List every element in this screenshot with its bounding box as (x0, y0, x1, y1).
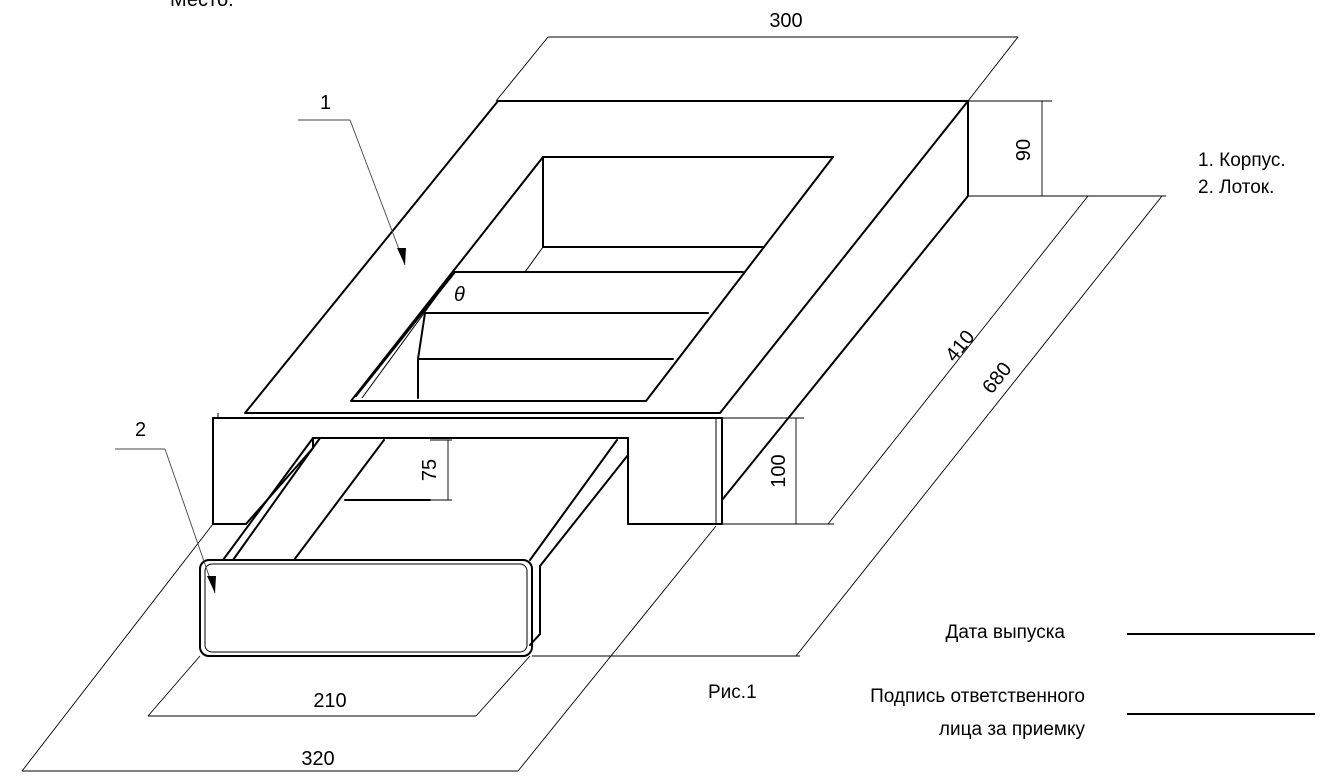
partition-1 (355, 271, 744, 397)
tray-right-rail-outer (539, 454, 629, 567)
corpus-top-outline (244, 100, 969, 414)
dim-100: 100 (722, 417, 804, 525)
dim-label-210: 210 (313, 690, 346, 712)
corpus-body (212, 100, 969, 525)
tray-right-rail (529, 439, 618, 561)
legend-item-tray: 2. Лоток. (1198, 177, 1275, 198)
dim-label-75: 75 (419, 459, 441, 481)
dim-label-100: 100 (768, 454, 790, 487)
tray-floor-line (293, 439, 385, 561)
tray-body (199, 437, 629, 657)
dim-90: 90 (968, 100, 1052, 197)
dim-210: 210 (147, 655, 531, 717)
dim-320: 320 (21, 523, 717, 772)
opening-left-floor (524, 246, 544, 273)
corpus-opening (350, 156, 834, 402)
tray-left-rail-inner (232, 437, 321, 561)
tray-left-rail-outer (222, 437, 314, 561)
tray-front-panel-inner (204, 563, 528, 653)
callout-1-label: 1 (320, 92, 331, 114)
responsible-label-line2: лица за приемку (938, 719, 1085, 740)
dim-300: 300 (495, 10, 1019, 102)
callout-1: 1 (298, 92, 406, 266)
dim-75: 75 (419, 439, 452, 501)
legend-item-corpus: 1. Корпус. (1198, 150, 1286, 171)
responsible-label-line1: Подпись ответственного (870, 686, 1085, 707)
figure-caption: Рис.1 (708, 682, 757, 703)
partition-2-drop (417, 312, 426, 360)
responsible-signature-line[interactable] (1127, 713, 1315, 715)
dim-680: 680 (532, 195, 1166, 657)
dim-label-90: 90 (1013, 139, 1035, 161)
angle-label: θ (454, 284, 465, 306)
dim-label-410: 410 (941, 326, 979, 366)
corpus-front-face (212, 417, 723, 525)
release-date-line[interactable] (1127, 633, 1315, 635)
callout-1-arrow (397, 248, 406, 265)
dim-label-300: 300 (769, 10, 802, 32)
dim-label-680: 680 (978, 358, 1016, 398)
header-fragment: Место: (170, 0, 234, 11)
callout-2-arrow (207, 576, 216, 593)
corpus-right-bottom-edge (721, 195, 969, 501)
dim-label-320: 320 (301, 748, 334, 770)
tray-front-panel (199, 559, 533, 657)
callout-2-label: 2 (135, 419, 146, 441)
release-date-label: Дата выпуска (945, 622, 1065, 643)
partition-inner-left (361, 274, 453, 399)
callout-2: 2 (115, 419, 216, 594)
